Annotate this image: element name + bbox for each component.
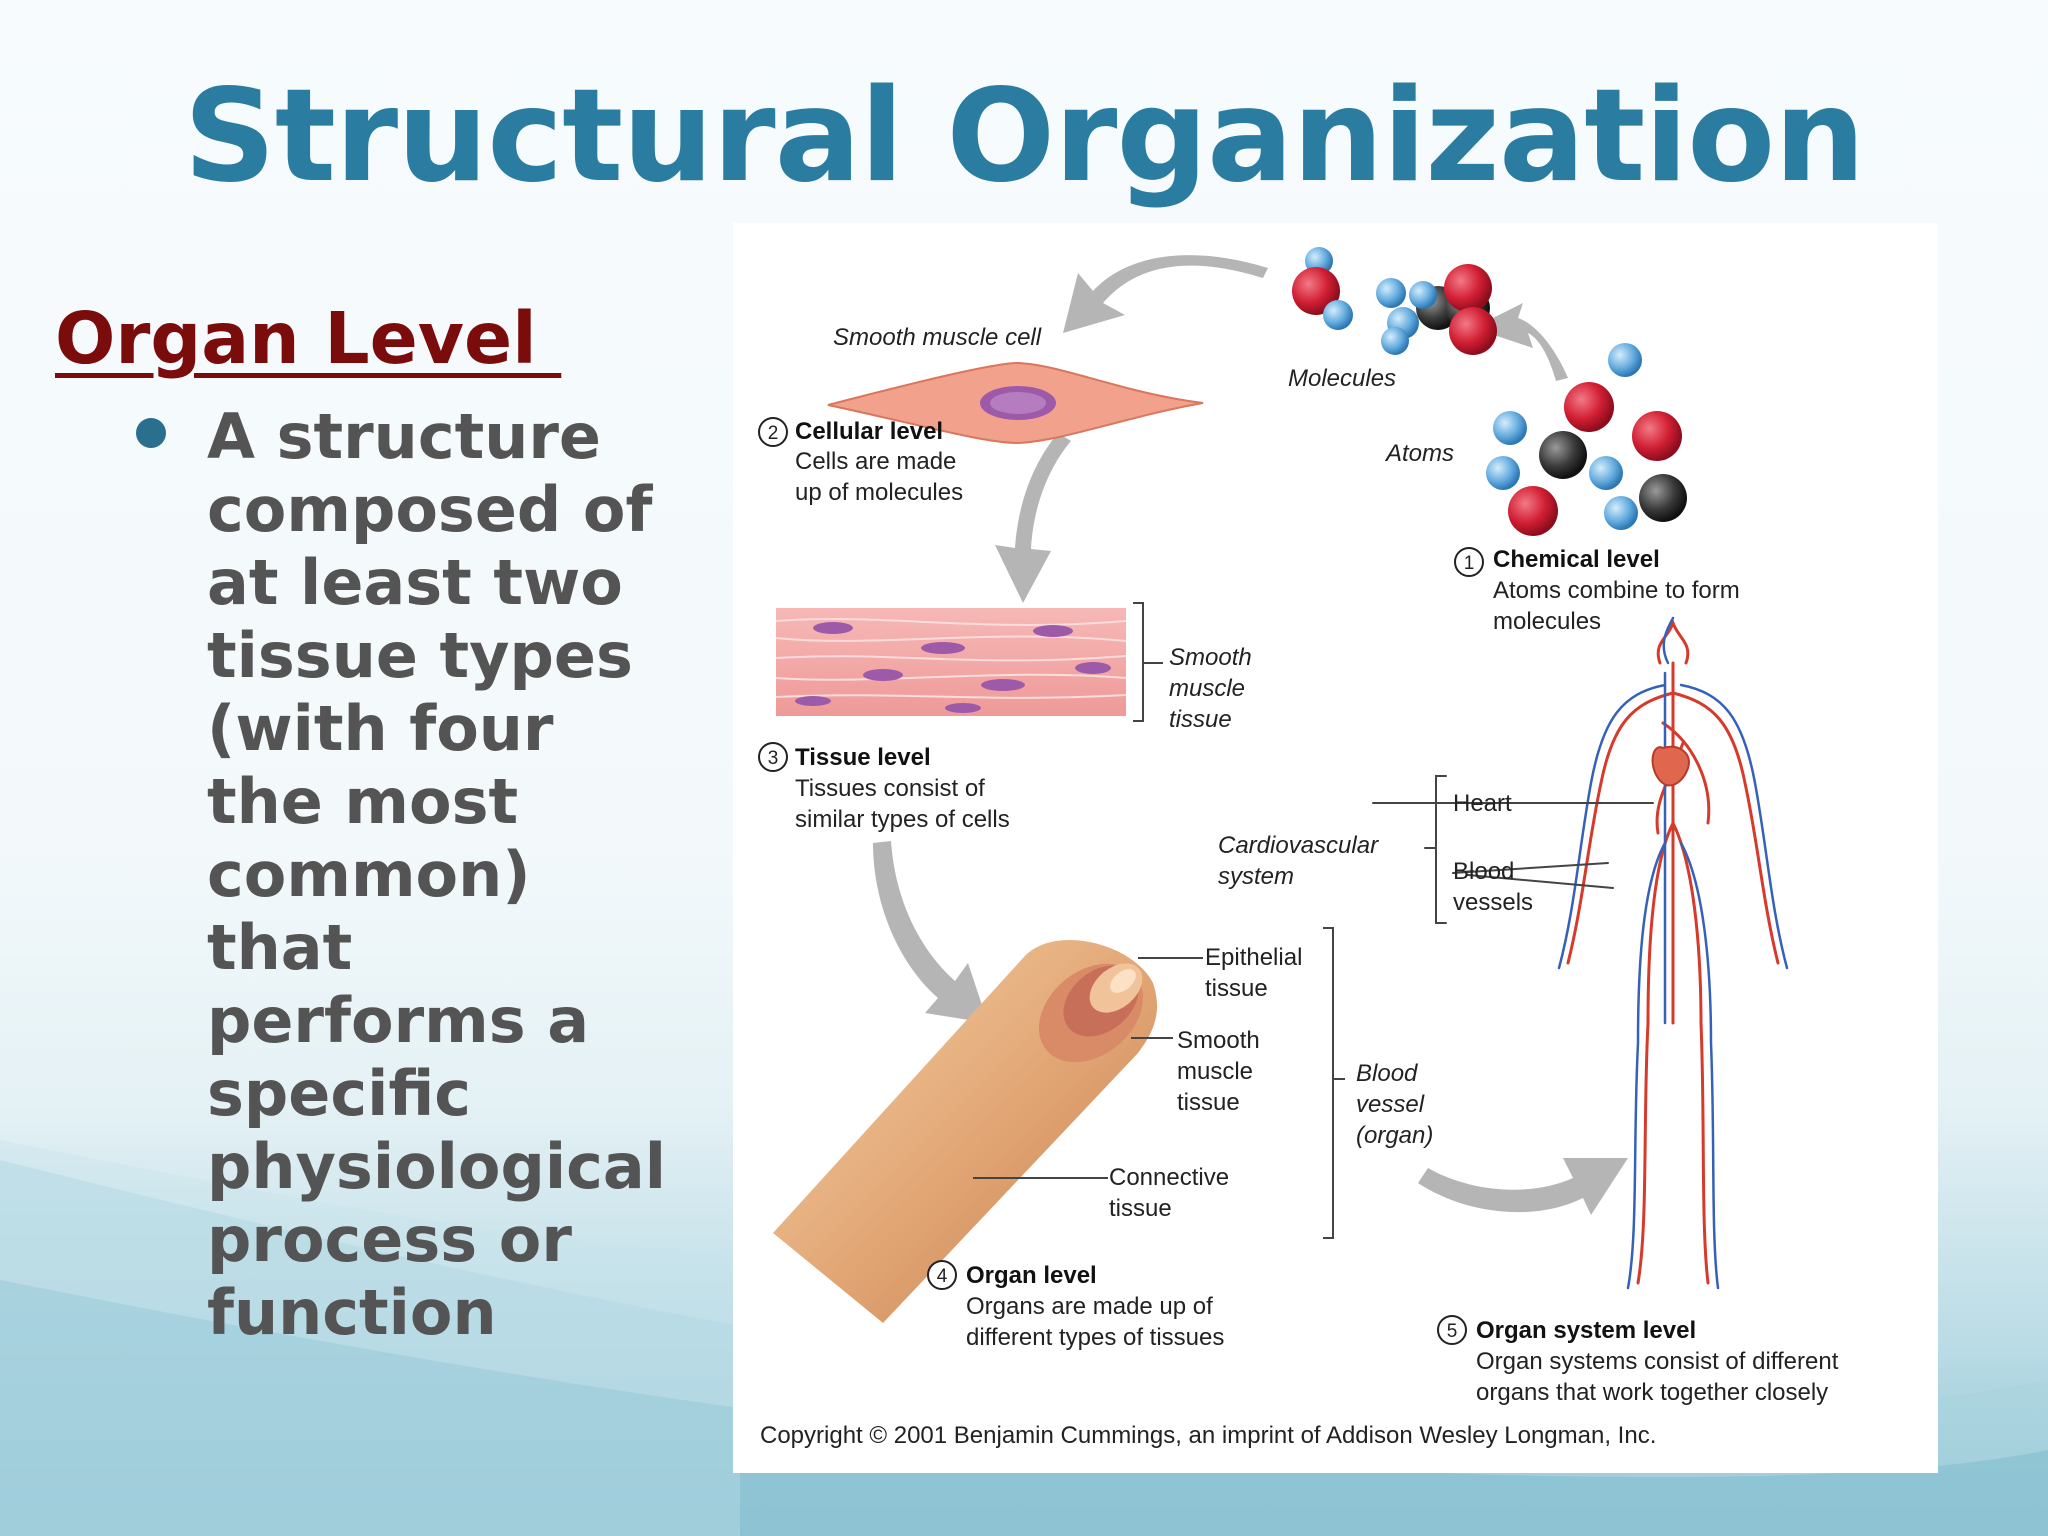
smooth-muscle-label-3: tissue xyxy=(1177,1089,1240,1116)
blood-vessels-label-2: vessels xyxy=(1453,889,1533,916)
chemical-level-desc-1: Atoms combine to form xyxy=(1493,577,1740,604)
figure-illustration: 2 1 3 4 5 Smooth muscle cell Molecules A… xyxy=(733,247,1839,1449)
organ-level-desc-1: Organs are made up of xyxy=(966,1293,1213,1320)
copyright-notice: Copyright © 2001 Benjamin Cummings, an i… xyxy=(760,1422,1656,1449)
epithelial-tissue-label-1: Epithelial xyxy=(1205,944,1302,971)
organ-system-level-title: Organ system level xyxy=(1476,1317,1696,1344)
section-heading: Organ Level xyxy=(55,297,562,380)
smooth-muscle-tissue-illustration xyxy=(775,602,1163,722)
chemical-level-title: Chemical level xyxy=(1493,546,1660,573)
tissue-level-desc-1: Tissues consist of xyxy=(795,775,985,802)
connective-tissue-label-2: tissue xyxy=(1109,1195,1172,1222)
tissue-level-number: 3 xyxy=(768,748,779,769)
blood-vessel-organ-label-2: vessel xyxy=(1356,1091,1425,1118)
flow-arrows xyxy=(873,255,1628,1215)
cardiovascular-label-2: system xyxy=(1218,863,1294,890)
organ-level-desc-2: different types of tissues xyxy=(966,1324,1224,1351)
organ-level-title: Organ level xyxy=(966,1262,1097,1289)
connective-tissue-label-1: Connective xyxy=(1109,1164,1229,1191)
cardiovascular-system-illustration xyxy=(1372,616,1789,1290)
molecules-label: Molecules xyxy=(1288,365,1396,392)
cellular-level-title: Cellular level xyxy=(795,418,943,445)
slide-title: Structural Organization xyxy=(183,62,1866,211)
organ-system-level-desc-1: Organ systems consist of different xyxy=(1476,1348,1839,1375)
tissue-level-desc-2: similar types of cells xyxy=(795,806,1010,833)
smooth-muscle-tissue-label-3: tissue xyxy=(1169,706,1232,733)
smooth-muscle-tissue-label-2: muscle xyxy=(1169,675,1245,702)
smooth-muscle-cell-label: Smooth muscle cell xyxy=(833,324,1042,351)
organ-level-number: 4 xyxy=(937,1266,948,1287)
chemical-level-number: 1 xyxy=(1464,553,1475,574)
tissue-level-title: Tissue level xyxy=(795,744,931,771)
blood-vessel-organ-label-1: Blood xyxy=(1356,1060,1418,1087)
atoms-illustration xyxy=(1486,343,1687,536)
smooth-muscle-label-2: muscle xyxy=(1177,1058,1253,1085)
level-number-circles xyxy=(758,417,1484,1345)
heart-label: Heart xyxy=(1453,790,1512,817)
smooth-muscle-label-1: Smooth xyxy=(1177,1027,1260,1054)
bullet-text: A structure composed of at least two tis… xyxy=(207,400,667,1349)
smooth-muscle-cell-illustration xyxy=(827,361,1204,445)
blood-vessels-label-1: Blood xyxy=(1453,858,1514,885)
bullet-marker xyxy=(136,418,166,448)
molecules-illustration xyxy=(1292,247,1497,355)
cellular-level-desc-2: up of molecules xyxy=(795,479,963,506)
epithelial-tissue-label-2: tissue xyxy=(1205,975,1268,1002)
blood-vessel-illustration xyxy=(733,927,1345,1373)
organ-system-level-desc-2: organs that work together closely xyxy=(1476,1379,1828,1406)
blood-vessel-organ-label-3: (organ) xyxy=(1356,1122,1433,1149)
levels-of-organization-figure: 2 1 3 4 5 Smooth muscle cell Molecules A… xyxy=(733,223,1938,1473)
cardiovascular-label-1: Cardiovascular xyxy=(1218,832,1379,859)
chemical-level-desc-2: molecules xyxy=(1493,608,1601,635)
atoms-label: Atoms xyxy=(1384,440,1454,467)
smooth-muscle-tissue-label-1: Smooth xyxy=(1169,644,1252,671)
cellular-level-desc-1: Cells are made xyxy=(795,448,956,475)
cellular-level-number: 2 xyxy=(768,423,779,444)
organ-system-level-number: 5 xyxy=(1447,1321,1458,1342)
